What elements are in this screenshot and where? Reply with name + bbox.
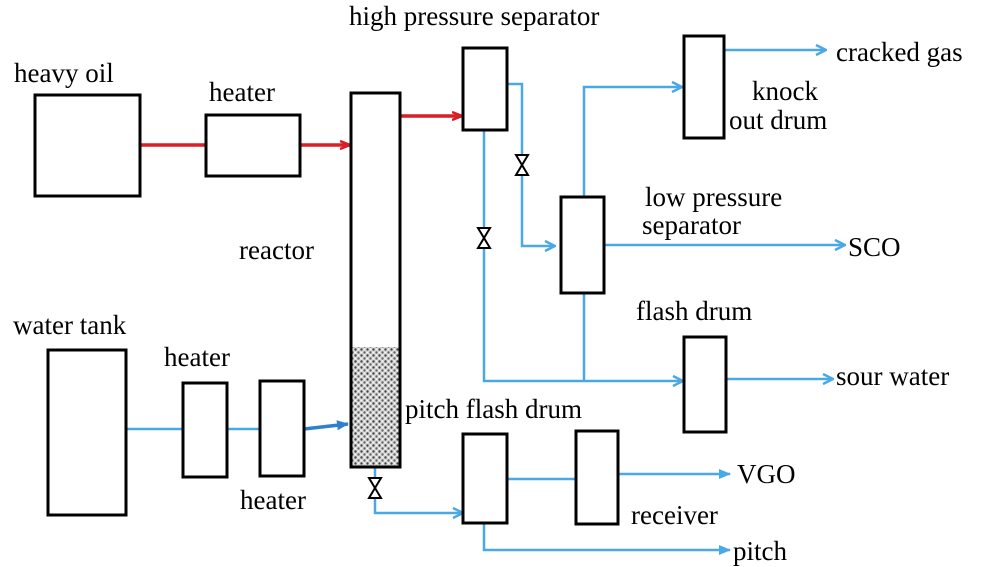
heater-bottom [258, 379, 306, 478]
label-pitch: pitch [733, 536, 787, 566]
label-pitch-flash-drum: pitch flash drum [405, 394, 582, 424]
label-sco: SCO [848, 232, 901, 262]
valve-icon [367, 477, 383, 499]
label-heater-bottom: heater [240, 485, 306, 515]
label-receiver: receiver [631, 500, 718, 530]
hp-to-lp-line [507, 82, 555, 246]
label-flash-drum: flash drum [636, 296, 752, 326]
label-heavy-oil: heavy oil [14, 58, 114, 88]
heavy-oil-tank [33, 93, 142, 198]
water-tank [46, 348, 128, 517]
reactor-to-pitch-flash-line [373, 468, 463, 513]
label-sour-water: sour water [836, 361, 949, 391]
flash-drum [682, 335, 728, 434]
reactor [349, 91, 402, 469]
label-knock: knock [752, 76, 818, 106]
pitch-line [482, 523, 731, 555]
heater-top [204, 113, 302, 178]
label-high-pressure-separator: high pressure separator [349, 1, 599, 31]
valve-icon [476, 227, 492, 249]
low-pressure-separator [559, 195, 606, 295]
label-reactor: reactor [239, 235, 314, 265]
reactor-vessel [349, 91, 402, 469]
knock-out-drum [682, 34, 726, 140]
heater-mid [181, 381, 229, 479]
label-out-drum: out drum [729, 105, 827, 135]
reactor-packing [351, 347, 400, 467]
pitch-flash-drum [461, 432, 509, 525]
valves [367, 154, 530, 499]
high-pressure-separator [461, 46, 509, 132]
label-heater-mid: heater [164, 342, 230, 372]
heavy-oil-stream [140, 116, 461, 145]
label-water-tank: water tank [13, 310, 127, 340]
receiver [574, 429, 620, 526]
lp-to-knock-line [582, 87, 682, 197]
label-cracked-gas: cracked gas [836, 37, 963, 67]
label-low-pressure: low pressure [645, 182, 782, 212]
heater-to-reactor-water-line [303, 420, 349, 431]
label-vgo: VGO [737, 459, 796, 489]
valve-icon [514, 154, 530, 176]
hp-to-flash-line [482, 130, 683, 381]
equipment [33, 34, 728, 526]
water-stream [126, 420, 349, 431]
label-separator: separator [642, 210, 741, 240]
label-heater-top: heater [209, 77, 275, 107]
labels: heavy oil heater reactor water tank heat… [13, 1, 963, 566]
